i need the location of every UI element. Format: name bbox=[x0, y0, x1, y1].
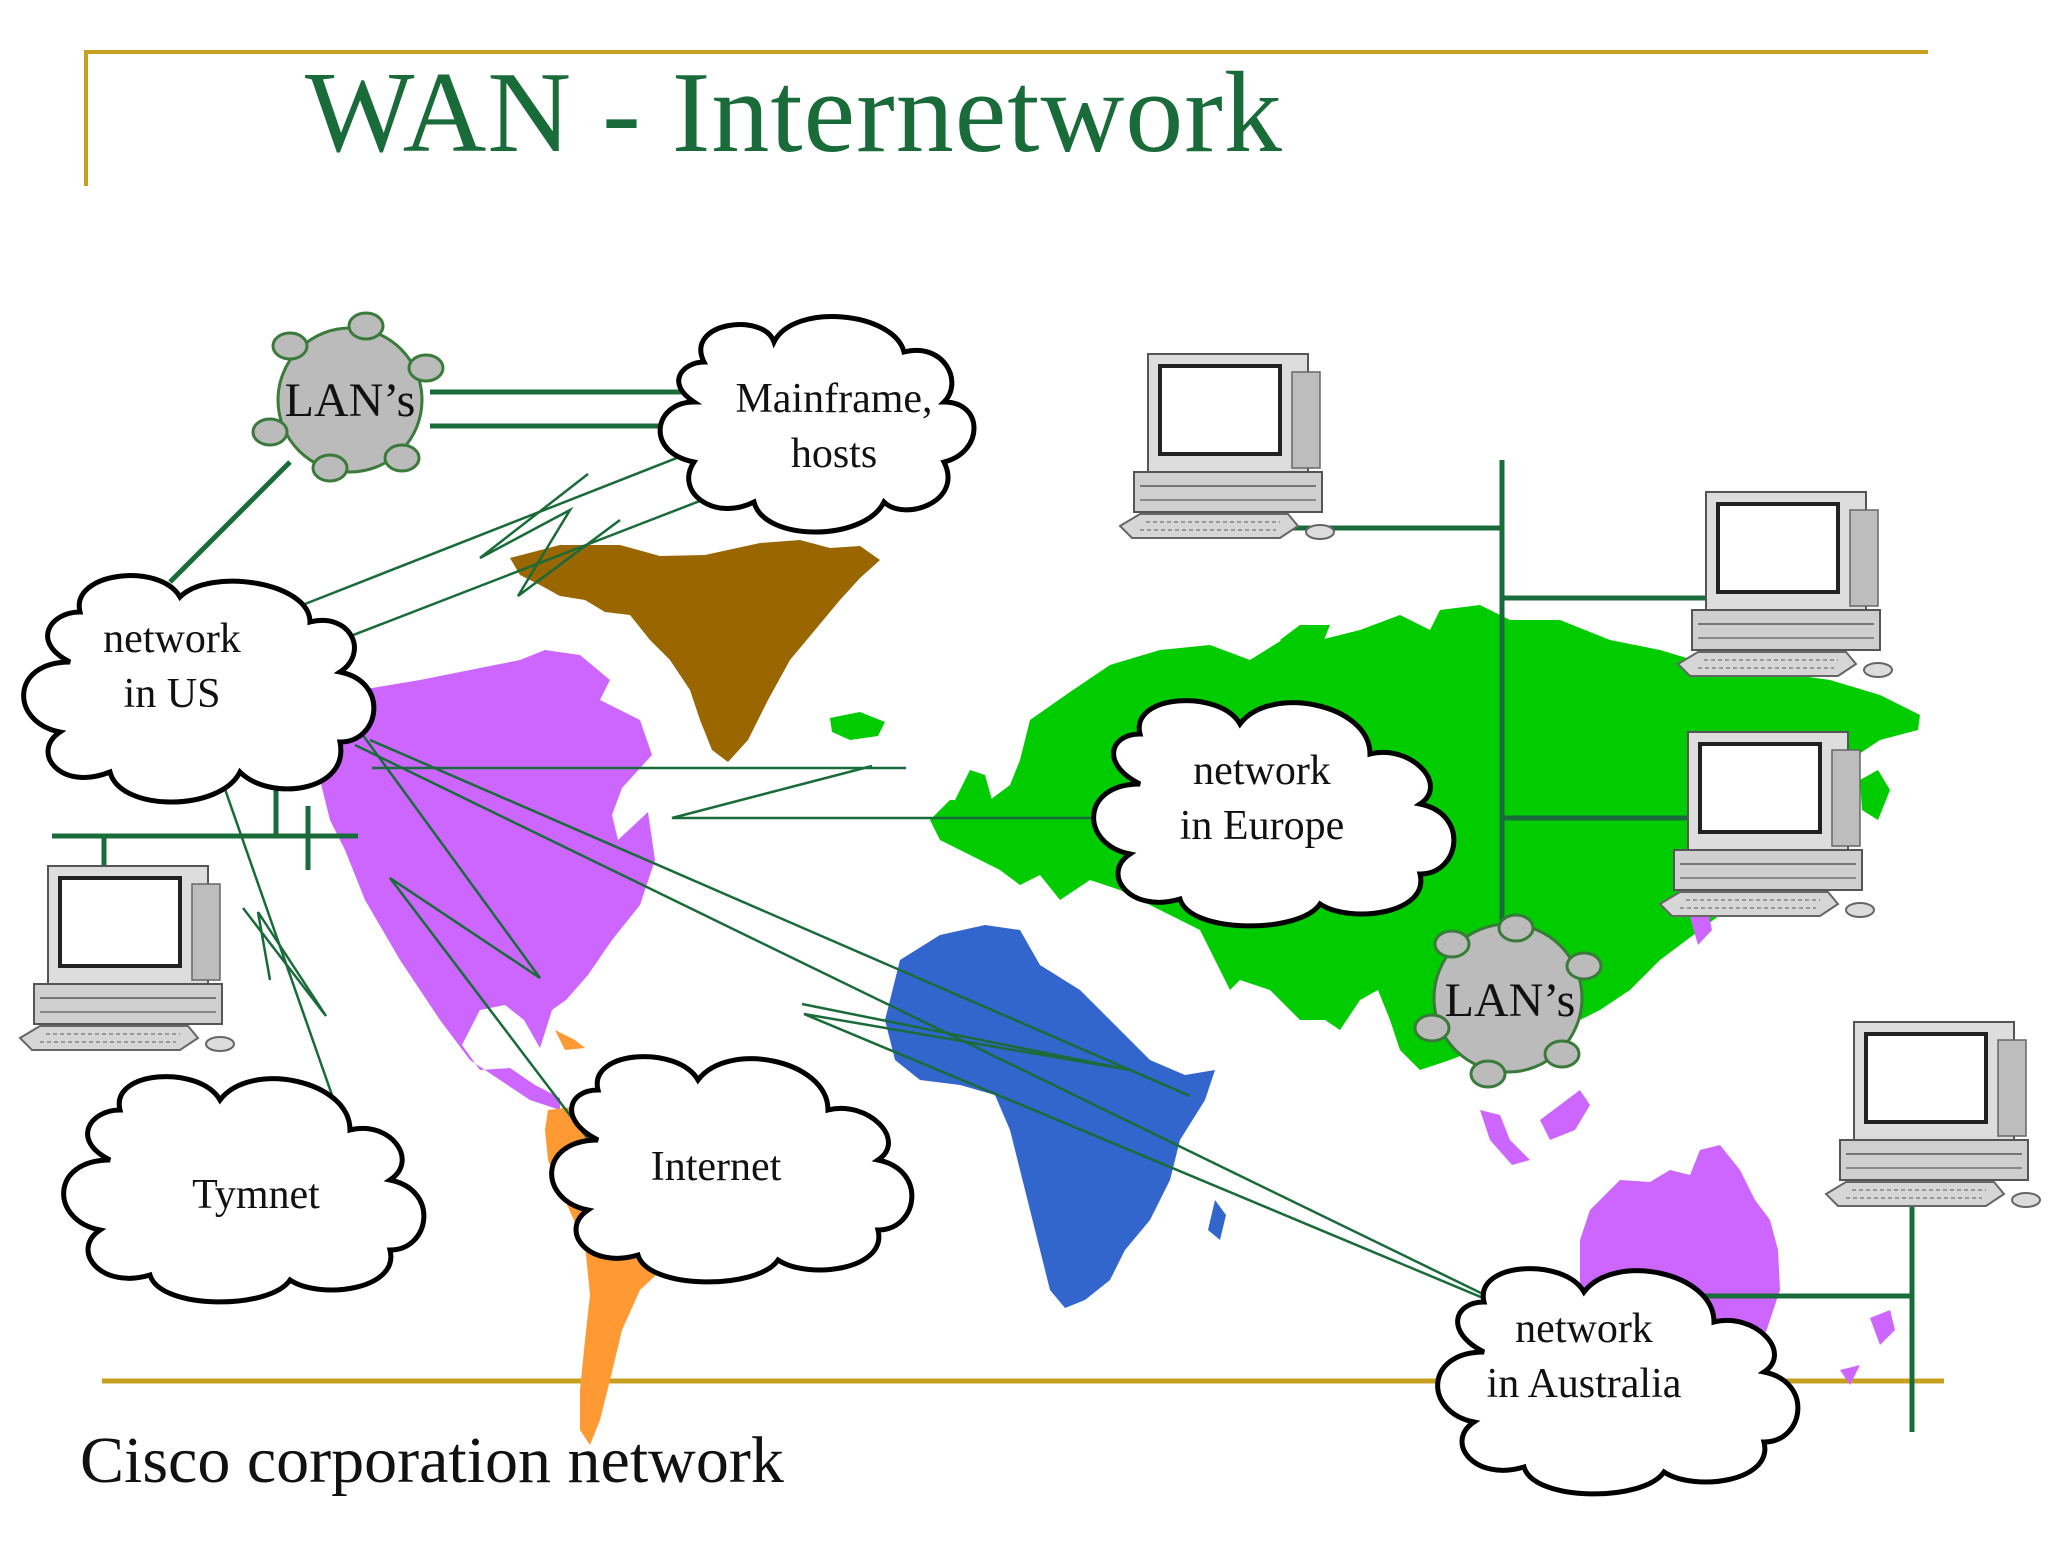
cloud-network-australia: network in Australia bbox=[1435, 1266, 1801, 1497]
computer-icon-bottom-right bbox=[1824, 1020, 2042, 1209]
cloud-label-line: Mainframe, bbox=[735, 376, 932, 422]
link-us-europe-b bbox=[671, 764, 1180, 820]
slide-caption: Cisco corporation network bbox=[80, 1424, 784, 1497]
cloud-network-us: network in US bbox=[21, 573, 377, 805]
lan-ring-label: LAN’s bbox=[285, 374, 416, 427]
cloud-mainframe-hosts: Mainframe, hosts bbox=[657, 314, 977, 535]
cloud-label-line: Tymnet bbox=[192, 1172, 320, 1218]
computer-icon-right-2 bbox=[1658, 730, 1876, 919]
cloud-label-line: in Australia bbox=[1487, 1361, 1682, 1407]
link-us-internet bbox=[301, 652, 611, 1169]
link-us-africa bbox=[369, 738, 1191, 1098]
british-isles-shape bbox=[935, 770, 992, 832]
cloud-network-europe: network in Europe bbox=[1091, 698, 1457, 929]
link-us-australia bbox=[354, 743, 1599, 1352]
slide-title: WAN - Internetwork bbox=[305, 49, 1283, 177]
japan-shape bbox=[1860, 770, 1890, 820]
southeast-asia-islands bbox=[1480, 900, 1712, 1165]
computer-icon-right-1 bbox=[1676, 490, 1894, 679]
link-us-mainframe-zigzag bbox=[479, 473, 621, 598]
africa-shape bbox=[885, 925, 1226, 1308]
lan-ring-label: LAN’s bbox=[1445, 974, 1576, 1027]
link-us-mainframe-a bbox=[304, 428, 749, 606]
link-internet-africa bbox=[801, 1002, 1599, 1348]
scandinavia-shape bbox=[1280, 625, 1330, 652]
cloud-label-line: network bbox=[1515, 1306, 1653, 1352]
cloud-internet: Internet bbox=[549, 1054, 915, 1285]
network-links bbox=[210, 428, 1599, 1352]
backbone-lines bbox=[52, 389, 1915, 1432]
computer-icon-left bbox=[18, 864, 236, 1053]
iceland-shape bbox=[830, 712, 885, 740]
cloud-label-line: network bbox=[103, 616, 241, 662]
cloud-label-line: hosts bbox=[791, 431, 877, 477]
cloud-label-line: network bbox=[1193, 748, 1331, 794]
cloud-label-line: in US bbox=[124, 671, 221, 717]
cloud-tymnet: Tymnet bbox=[61, 1074, 427, 1305]
computer-icon-top-center bbox=[1118, 352, 1336, 541]
cloud-label-line: in Europe bbox=[1180, 803, 1344, 849]
cloud-label-line: Internet bbox=[651, 1144, 782, 1190]
lan-ring-top-left: LAN’s bbox=[251, 311, 445, 483]
north-america-islands bbox=[470, 650, 610, 752]
lan-ring-asia: LAN’s bbox=[1413, 913, 1603, 1089]
greenland-shape bbox=[510, 540, 880, 762]
